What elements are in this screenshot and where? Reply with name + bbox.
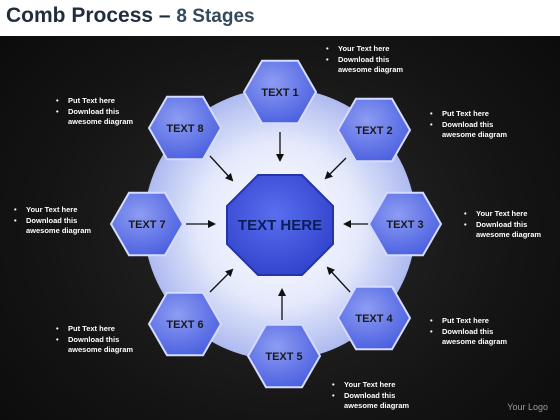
note-2-line3: awesome diagram [442, 130, 508, 139]
note-2-line1: Put Text here [428, 109, 507, 120]
note-6-line1: Put Text here [54, 324, 133, 335]
note-7-line2: Download this [12, 216, 91, 227]
note-stage-5: Your Text here Download this awesome dia… [330, 380, 409, 412]
arrow-4 [326, 266, 351, 293]
stage-hexagon-4 [336, 285, 412, 351]
logo-placeholder: Your Logo [507, 402, 548, 412]
note-8-line2: Download this [54, 107, 133, 118]
stage-label-3: TEXT 3 [386, 219, 423, 231]
stage-label-1: TEXT 1 [261, 87, 298, 99]
center-label: TEXT HERE [238, 217, 322, 234]
note-stage-3: Your Text here Download this awesome dia… [462, 209, 541, 241]
note-7-line3: awesome diagram [26, 226, 92, 235]
note-stage-1: Your Text here Download this awesome dia… [324, 44, 403, 76]
note-8-line3: awesome diagram [68, 117, 134, 126]
stage-hexagon-3 [367, 191, 443, 257]
note-3-line3: awesome diagram [476, 230, 542, 239]
note-7-line1: Your Text here [12, 205, 91, 216]
note-3-line1: Your Text here [462, 209, 541, 220]
stage-label-7: TEXT 7 [128, 219, 165, 231]
note-2-line2: Download this [428, 120, 507, 131]
title-subtitle: 8 Stages [176, 6, 255, 27]
stage-label-8: TEXT 8 [166, 123, 203, 135]
note-stage-4: Put Text here Download this awesome diag… [428, 316, 507, 348]
stage-hexagon-8 [147, 95, 223, 161]
note-stage-7: Your Text here Download this awesome dia… [12, 205, 91, 237]
note-stage-6: Put Text here Download this awesome diag… [54, 324, 133, 356]
title-main: Comb Process [6, 4, 154, 27]
note-stage-2: Put Text here Download this awesome diag… [428, 109, 507, 141]
note-5-line3: awesome diagram [344, 401, 410, 410]
stage-hexagon-2 [336, 97, 412, 163]
note-stage-8: Put Text here Download this awesome diag… [54, 96, 133, 128]
note-1-line1: Your Text here [324, 44, 403, 55]
stage-label-6: TEXT 6 [166, 319, 203, 331]
note-4-line1: Put Text here [428, 316, 507, 327]
stage-label-2: TEXT 2 [355, 125, 392, 137]
stage-hexagon-7 [109, 191, 185, 257]
arrow-2 [324, 157, 347, 180]
title-bar: Comb Process – 8 Stages [0, 0, 560, 36]
arrow-8 [209, 155, 234, 182]
note-4-line2: Download this [428, 327, 507, 338]
center-octagon [226, 174, 334, 276]
note-1-line3: awesome diagram [338, 65, 404, 74]
stage-label-5: TEXT 5 [265, 351, 302, 363]
title-dash: – [153, 4, 177, 27]
stage-hexagon-1 [242, 59, 318, 125]
note-8-line1: Put Text here [54, 96, 133, 107]
note-1-line2: Download this [324, 55, 403, 66]
note-6-line3: awesome diagram [68, 345, 134, 354]
note-5-line2: Download this [330, 391, 409, 402]
note-5-line1: Your Text here [330, 380, 409, 391]
stage-label-4: TEXT 4 [355, 313, 393, 325]
stage-hexagon-5 [246, 323, 322, 389]
stage-hexagon-6 [147, 291, 223, 357]
note-3-line2: Download this [462, 220, 541, 231]
page-title: Comb Process – 8 Stages [6, 4, 255, 28]
note-6-line2: Download this [54, 335, 133, 346]
arrow-6 [209, 268, 234, 293]
note-4-line3: awesome diagram [442, 337, 508, 346]
